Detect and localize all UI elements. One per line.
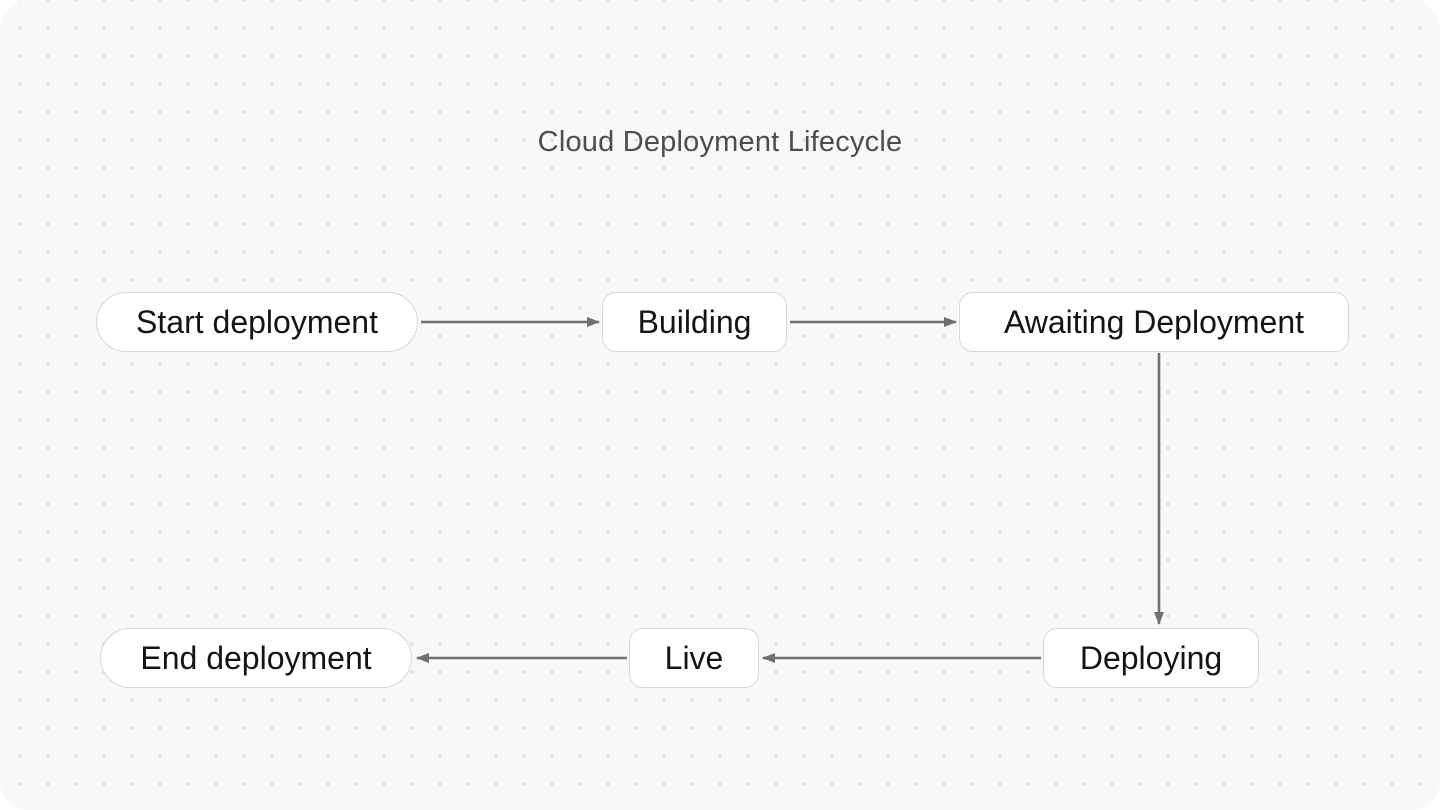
node-end-deployment[interactable]: End deployment [100, 628, 412, 688]
node-building[interactable]: Building [602, 292, 787, 352]
diagram-title: Cloud Deployment Lifecycle [537, 126, 903, 158]
node-label: Awaiting Deployment [1003, 303, 1304, 340]
node-start-deployment[interactable]: Start deployment [96, 292, 418, 352]
node-label: Start deployment [136, 303, 378, 340]
node-deploying[interactable]: Deploying [1043, 628, 1259, 688]
node-label: Deploying [1079, 639, 1223, 676]
node-awaiting-deployment[interactable]: Awaiting Deployment [959, 292, 1349, 352]
node-live[interactable]: Live [629, 628, 759, 688]
node-label: End deployment [140, 639, 372, 676]
node-label: Building [637, 303, 752, 340]
node-label: Live [664, 639, 724, 676]
